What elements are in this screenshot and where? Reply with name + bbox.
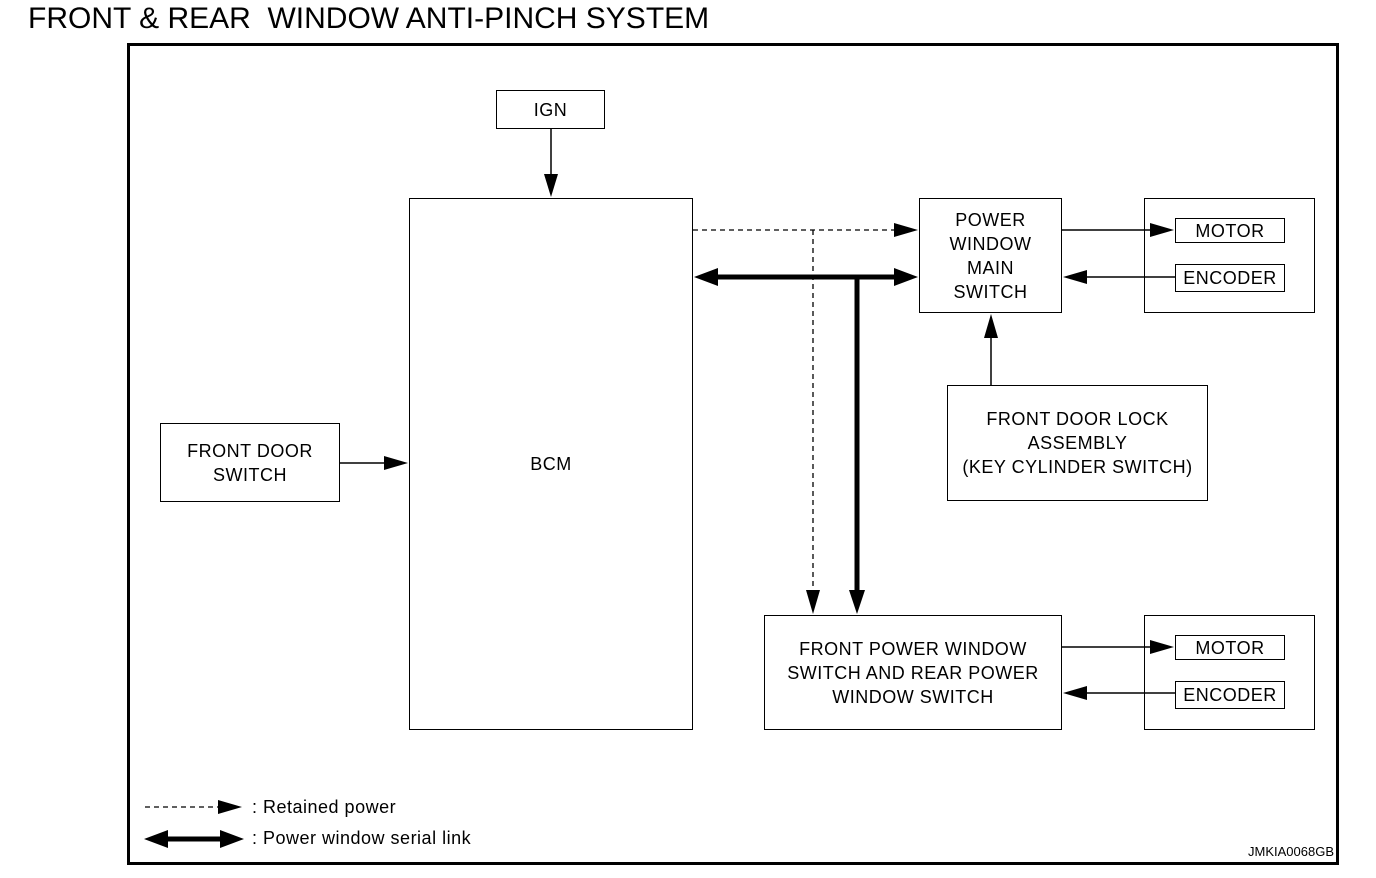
encoder-bottom-label: ENCODER xyxy=(1183,685,1277,705)
encoder-to-fr-switch-arrow xyxy=(1063,686,1175,700)
front-door-switch-block: FRONT DOOR SWITCH xyxy=(160,423,340,502)
top-motor-encoder-group xyxy=(1144,198,1315,313)
door-lock-line-1: FRONT DOOR LOCK xyxy=(986,409,1169,429)
legend-retained-power-label: : Retained power xyxy=(252,797,397,817)
pw-main-switch-line-4: SWITCH xyxy=(953,281,1028,302)
ign-to-bcm-arrow xyxy=(544,129,558,197)
bottom-motor-encoder-group xyxy=(1144,615,1315,730)
legend-retained-power-symbol xyxy=(145,800,242,814)
legend-serial-link-label: : Power window serial link xyxy=(252,828,472,848)
front-door-switch-line-1: FRONT DOOR xyxy=(187,440,313,461)
door-lock-to-main-switch-arrow xyxy=(984,314,998,385)
encoder-to-main-switch-arrow xyxy=(1063,270,1175,284)
fr-pw-switch-line-2: SWITCH AND REAR POWER xyxy=(787,662,1039,683)
legend-serial-link-symbol xyxy=(144,830,244,848)
power-window-main-switch-block: POWER WINDOW MAIN SWITCH xyxy=(919,198,1062,313)
encoder-bottom-block: ENCODER xyxy=(1175,681,1285,709)
front-door-switch-line-2: SWITCH xyxy=(212,464,287,485)
front-door-lock-assembly-block: FRONT DOOR LOCK ASSEMBLY (KEY CYLINDER S… xyxy=(947,385,1208,501)
motor-bottom-block: MOTOR xyxy=(1175,635,1285,660)
diagram-frame xyxy=(127,43,1339,865)
main-switch-to-motor-arrow xyxy=(1062,223,1174,237)
motor-bottom-label: MOTOR xyxy=(1195,637,1265,658)
front-rear-power-window-switch-block: FRONT POWER WINDOW SWITCH AND REAR POWER… xyxy=(764,615,1062,730)
encoder-top-label: ENCODER xyxy=(1183,268,1277,288)
reference-code: JMKIA0068GB xyxy=(1248,844,1334,859)
pw-main-switch-line-1: POWER xyxy=(955,209,1026,230)
retained-power-line-main xyxy=(693,223,918,237)
pw-main-switch-line-2: WINDOW xyxy=(949,233,1032,254)
fr-switch-to-motor-arrow xyxy=(1062,640,1174,654)
bcm-label: BCM xyxy=(530,454,572,474)
retained-power-line-branch xyxy=(806,230,820,614)
pw-main-switch-line-3: MAIN xyxy=(966,257,1014,278)
page-title: FRONT & REAR WINDOW ANTI-PINCH SYSTEM xyxy=(28,2,710,35)
bcm-block: BCM xyxy=(409,198,693,730)
serial-link-branch xyxy=(849,277,865,614)
door-switch-to-bcm-arrow xyxy=(340,456,408,470)
motor-top-label: MOTOR xyxy=(1195,220,1265,241)
fr-pw-switch-line-3: WINDOW SWITCH xyxy=(832,686,994,707)
motor-top-block: MOTOR xyxy=(1175,218,1285,243)
serial-link-main xyxy=(694,268,918,286)
fr-pw-switch-line-1: FRONT POWER WINDOW xyxy=(799,638,1027,659)
door-lock-line-2: ASSEMBLY xyxy=(1027,433,1128,453)
ign-label: IGN xyxy=(533,99,568,120)
ign-block: IGN xyxy=(496,90,605,129)
door-lock-line-3: (KEY CYLINDER SWITCH) xyxy=(962,457,1193,477)
encoder-top-block: ENCODER xyxy=(1175,264,1285,292)
